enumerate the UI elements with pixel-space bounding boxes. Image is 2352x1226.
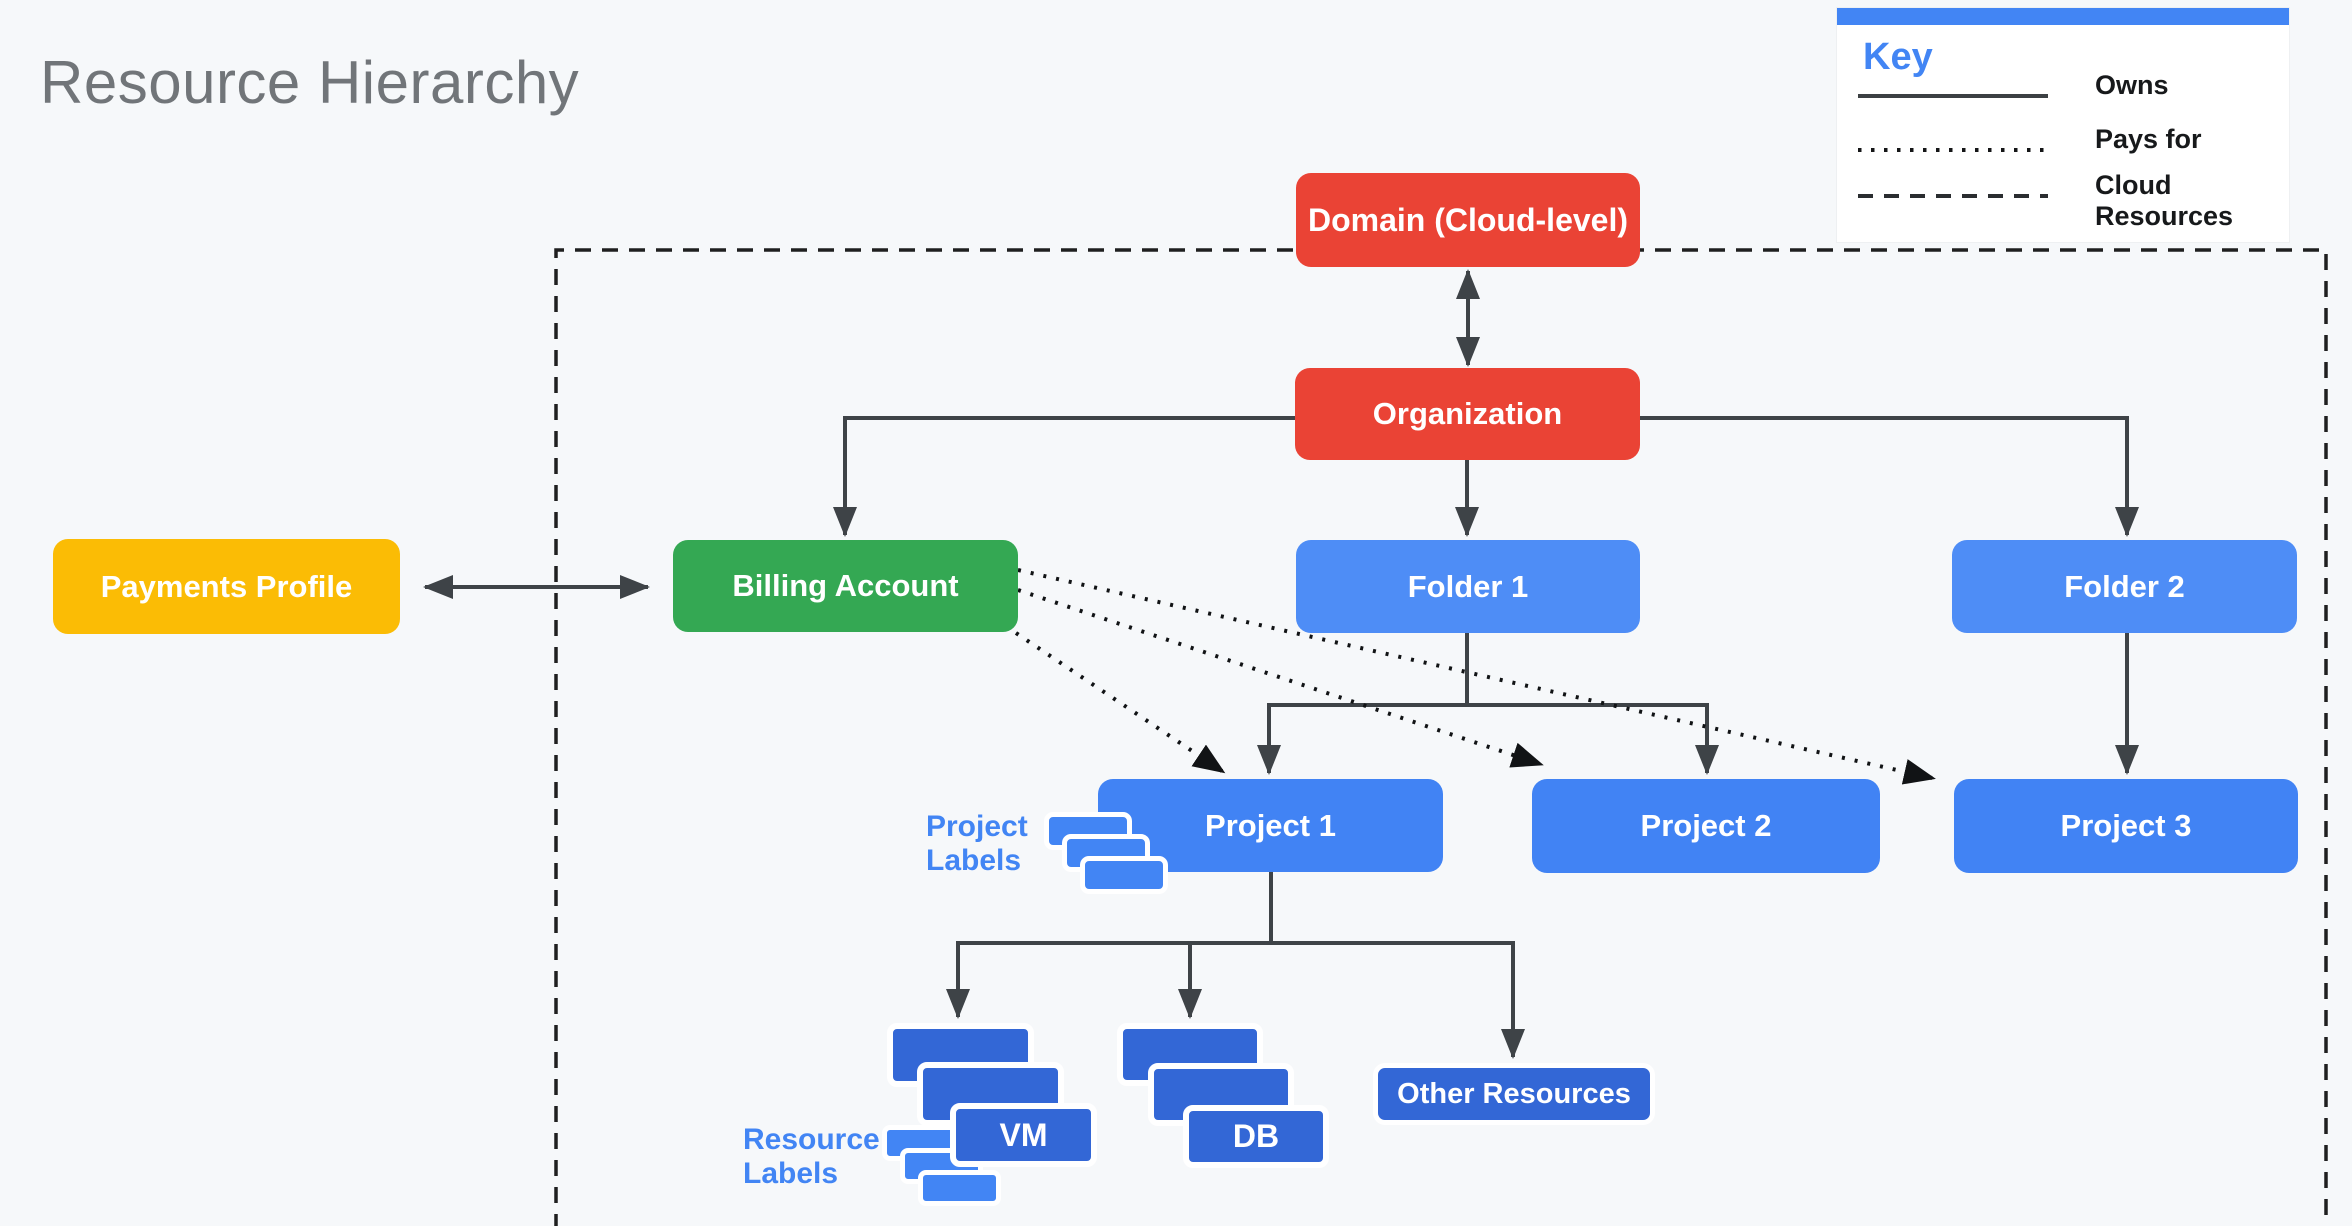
resource-labels-annotation: Resource Labels bbox=[743, 1123, 880, 1190]
legend-label-cloud-resources: Cloud Resources bbox=[2095, 170, 2234, 231]
node-project-2: Project 2 bbox=[1532, 779, 1880, 873]
resource-label-card bbox=[918, 1170, 1001, 1206]
edge-organization-billing bbox=[833, 416, 1295, 537]
node-project-3: Project 3 bbox=[1954, 779, 2298, 873]
legend-dashed-line-sample bbox=[1858, 194, 2048, 198]
legend: Key Owns Pays for Cloud Resources bbox=[1837, 8, 2289, 242]
node-payments-profile: Payments Profile bbox=[53, 539, 400, 634]
legend-label-pays-for: Pays for bbox=[2095, 124, 2202, 154]
edge-billing-paysfor-project2 bbox=[1017, 588, 1544, 768]
edge-organization-folder2 bbox=[1640, 416, 2139, 537]
node-db: DB bbox=[1183, 1105, 1329, 1168]
edge-billing-paysfor-project3 bbox=[1017, 568, 1936, 785]
node-folder-1: Folder 1 bbox=[1296, 540, 1640, 633]
legend-label-owns: Owns bbox=[2095, 70, 2169, 100]
legend-solid-line-sample bbox=[1858, 94, 2048, 98]
legend-title: Key bbox=[1863, 36, 1933, 78]
legend-dotted-line-sample bbox=[1858, 148, 2048, 152]
legend-accent-bar bbox=[1837, 8, 2289, 25]
node-organization: Organization bbox=[1295, 368, 1640, 460]
project-label-card bbox=[1080, 856, 1168, 894]
node-billing-account: Billing Account bbox=[673, 540, 1018, 632]
node-vm: VM bbox=[950, 1103, 1097, 1167]
project-labels-annotation: Project Labels bbox=[926, 810, 1028, 877]
node-other-resources: Other Resources bbox=[1373, 1063, 1655, 1125]
edge-billing-paysfor-project1 bbox=[1014, 631, 1226, 774]
node-folder-2: Folder 2 bbox=[1952, 540, 2297, 633]
page-title: Resource Hierarchy bbox=[40, 49, 580, 116]
node-domain: Domain (Cloud-level) bbox=[1296, 173, 1640, 267]
